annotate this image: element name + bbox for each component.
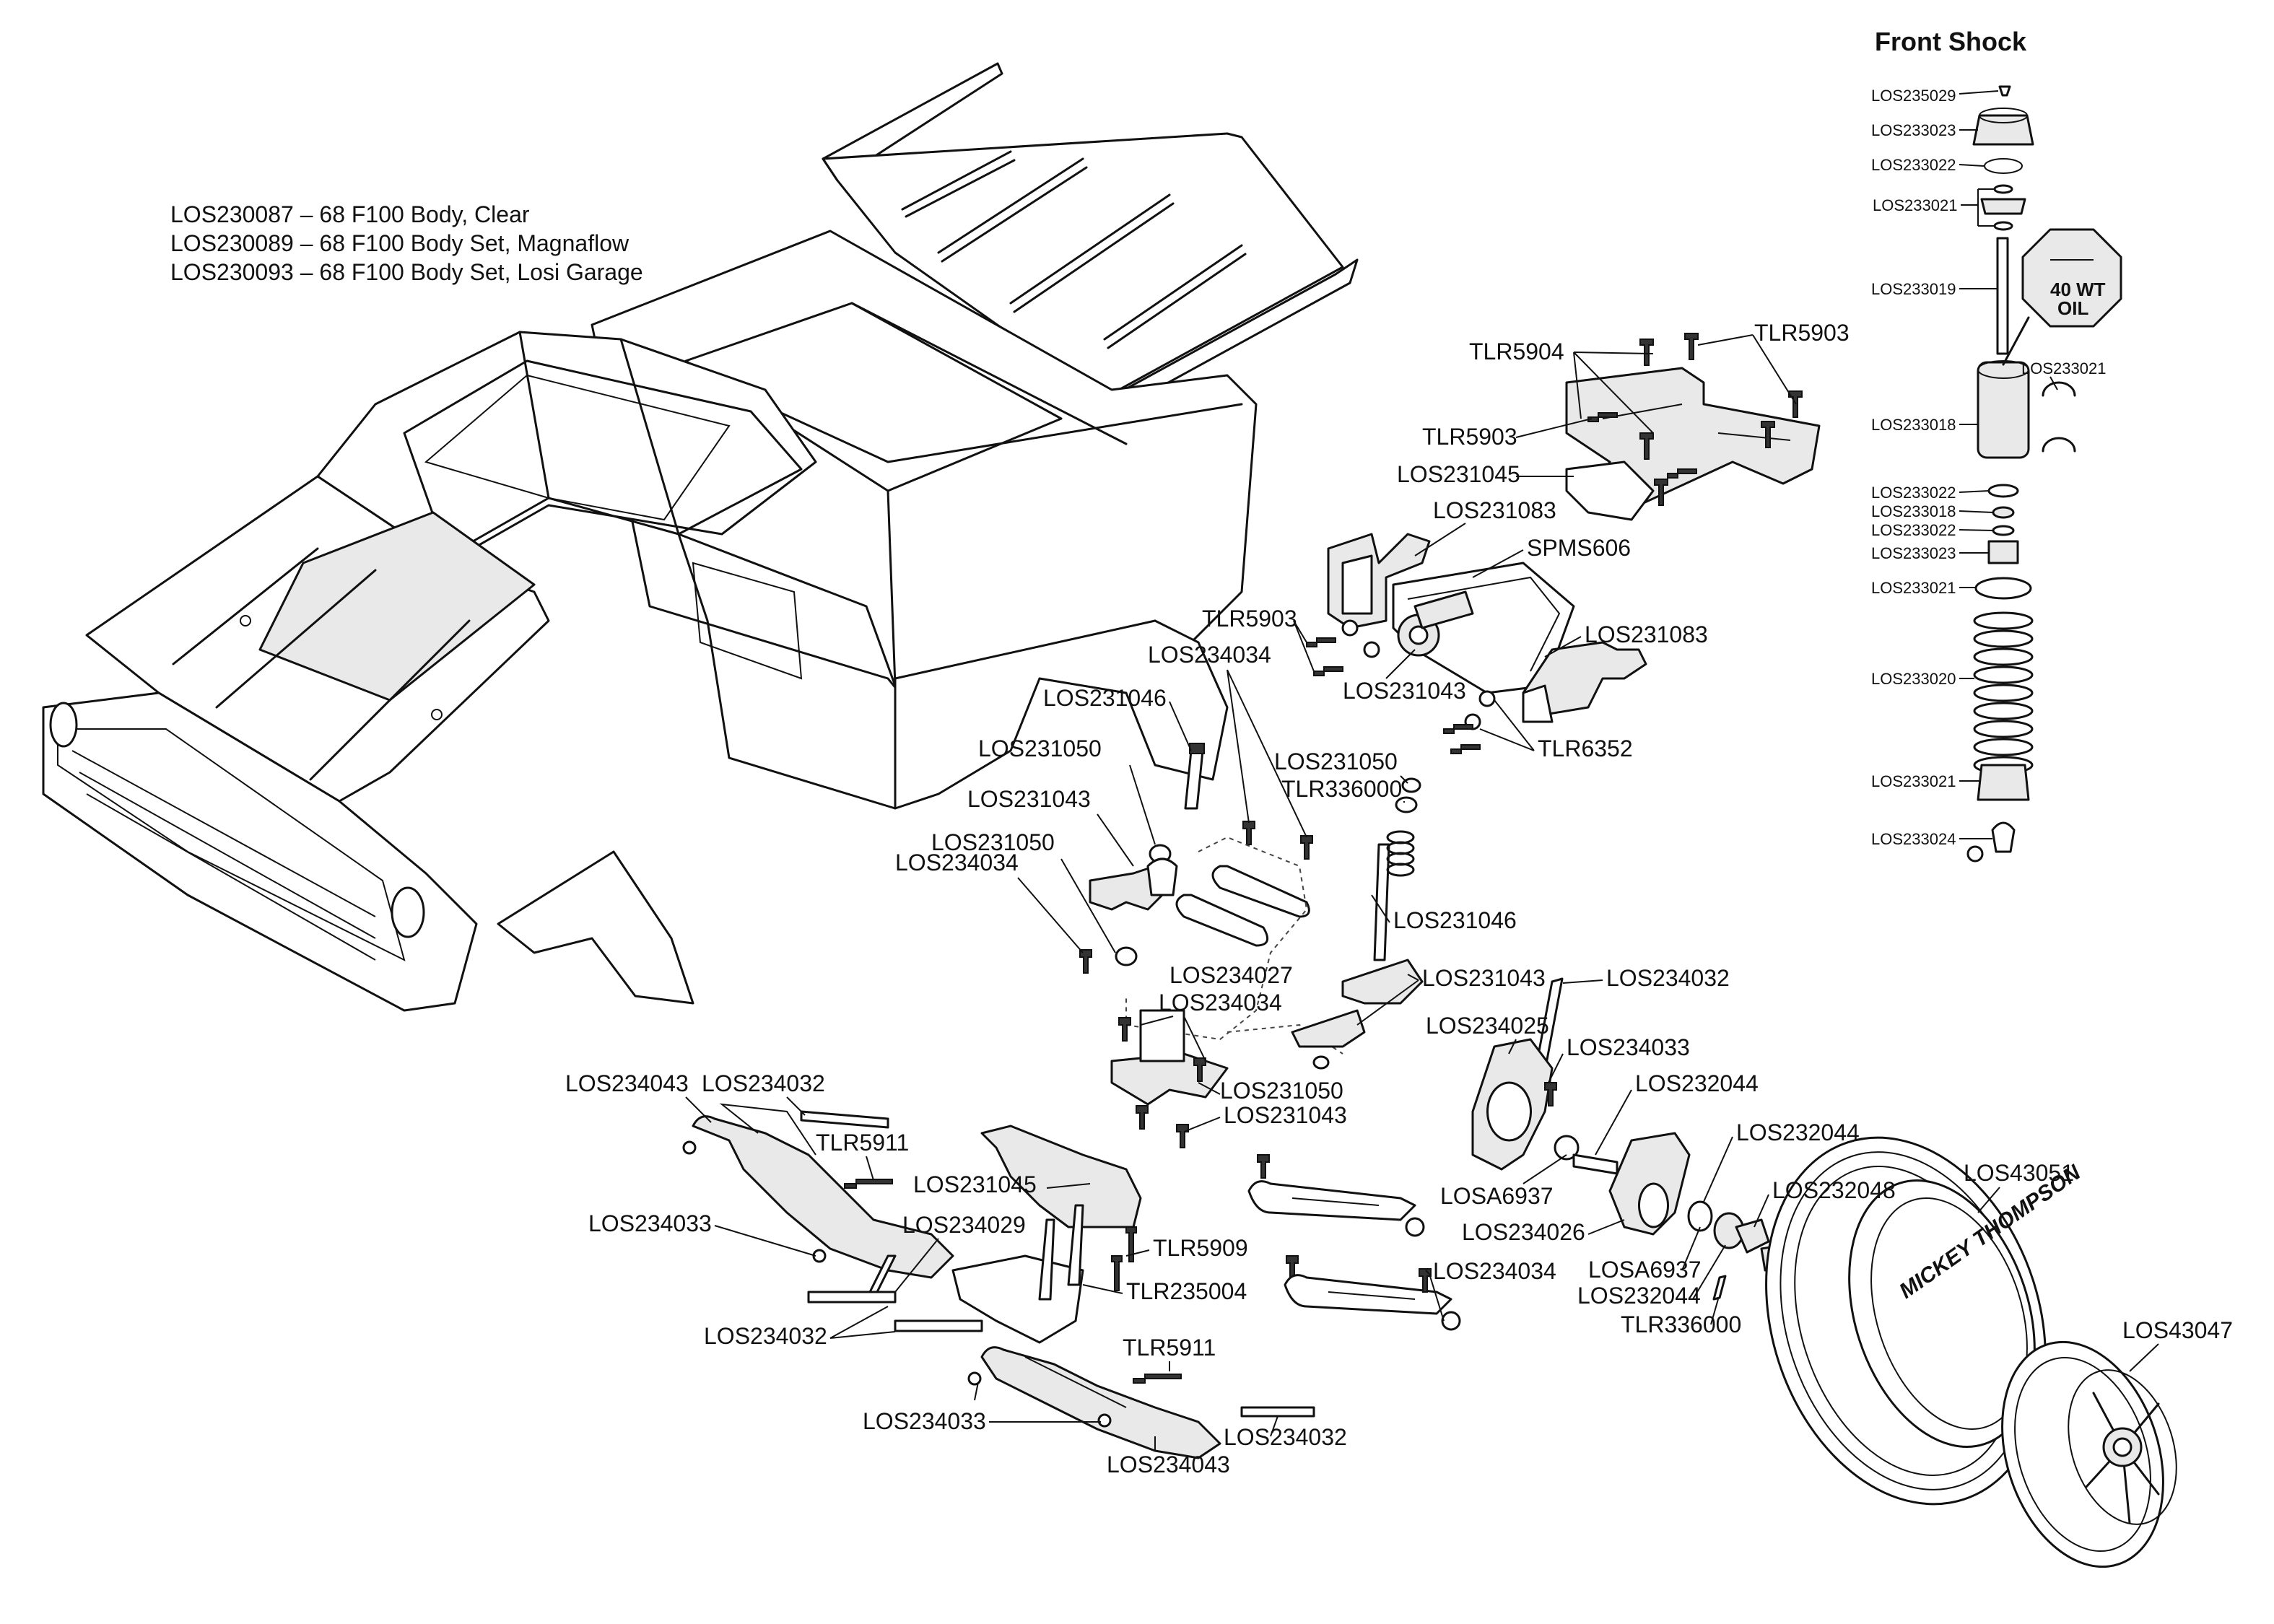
shock-part-label: LOS233023 — [1871, 121, 1956, 139]
shock-spring — [1973, 611, 2034, 774]
part-label: LOS234033 — [1567, 1034, 1690, 1060]
suspension-assembly — [682, 1103, 1461, 1459]
part-label: LOS231043 — [1343, 678, 1466, 704]
part-label: LOS43051 — [1964, 1160, 2074, 1186]
shock-part-label: LOS233021 — [2021, 359, 2106, 377]
part-label: LOS234026 — [1462, 1219, 1585, 1245]
part-label: TLR336000 — [1621, 1311, 1741, 1337]
shock-cap-screw — [1998, 85, 2011, 97]
oil-badge — [2021, 228, 2122, 328]
part-label: LOS231050 — [931, 829, 1055, 855]
part-label: LOS234034 — [895, 850, 1019, 876]
part-label: SPMS606 — [1527, 535, 1631, 561]
part-label: LOSA6937 — [1440, 1183, 1554, 1209]
part-label: LOSA6937 — [1588, 1257, 1702, 1283]
shock-part-label: LOS233018 — [1871, 502, 1956, 520]
part-label: LOS234032 — [704, 1323, 827, 1349]
part-label: LOS234032 — [702, 1070, 825, 1096]
part-label: TLR5904 — [1469, 339, 1564, 364]
body-part-list-item: LOS230093 – 68 F100 Body Set, Losi Garag… — [170, 259, 643, 285]
shock-shaft — [1996, 237, 2009, 355]
part-label: LOS232048 — [1772, 1177, 1896, 1203]
part-label: LOS234027 — [1169, 962, 1293, 988]
servo — [1392, 562, 1575, 694]
part-label: LOS234033 — [588, 1210, 712, 1236]
front-shock-group: Front Shock — [1871, 27, 2122, 863]
body-part-list: LOS230087 – 68 F100 Body, Clear LOS23008… — [170, 201, 643, 285]
part-label: LOS231050 — [978, 735, 1102, 761]
shock-part-label: LOS233022 — [1871, 156, 1956, 174]
part-label: LOS231046 — [1043, 685, 1167, 711]
part-label: TLR5903 — [1202, 606, 1297, 632]
part-label: TLR6352 — [1538, 735, 1633, 761]
part-label: LOS231083 — [1585, 621, 1708, 647]
steering-assembly — [1079, 743, 1424, 1148]
part-label: LOS234034 — [1148, 642, 1271, 668]
screw-group — [1587, 333, 1803, 506]
shock-part-label: LOS233023 — [1871, 544, 1956, 562]
part-label: TLR5903 — [1754, 320, 1850, 346]
part-label: LOS231043 — [967, 786, 1091, 812]
part-label: LOS232044 — [1736, 1119, 1860, 1145]
part-label: LOS231050 — [1220, 1078, 1343, 1104]
shock-part-label: LOS233022 — [1871, 521, 1956, 539]
part-label: LOS231083 — [1433, 497, 1556, 523]
part-label: LOS231045 — [913, 1171, 1037, 1197]
part-label: LOS234033 — [863, 1408, 986, 1434]
truck-body-illustration — [42, 62, 1359, 1012]
part-label: LOS231046 — [1393, 907, 1517, 933]
part-label: TLR235004 — [1126, 1278, 1247, 1304]
part-label: TLR5903 — [1422, 424, 1517, 450]
part-label: TLR5909 — [1153, 1235, 1248, 1261]
part-label: LOS234043 — [565, 1070, 689, 1096]
part-label: LOS232044 — [1577, 1283, 1701, 1309]
shock-part-label: LOS233020 — [1871, 670, 1956, 688]
shock-part-label: LOS233022 — [1871, 484, 1956, 502]
part-label: LOS43047 — [2122, 1317, 2233, 1343]
knuckle-assembly — [1471, 977, 1788, 1301]
wheel — [2001, 1340, 2164, 1568]
front-shock-title: Front Shock — [1875, 27, 2027, 56]
shock-cap — [1972, 114, 2034, 146]
shock-part-label: LOS233021 — [1871, 772, 1956, 790]
part-label: LOS231043 — [1224, 1102, 1347, 1128]
part-label: LOS234025 — [1426, 1013, 1549, 1039]
part-label: LOS234034 — [1433, 1258, 1556, 1284]
part-label: TLR5911 — [1123, 1335, 1216, 1361]
oil-weight-text: 40 WT — [2050, 279, 2106, 300]
part-label: LOS231050 — [1274, 748, 1398, 774]
shock-part-label: LOS233021 — [1871, 579, 1956, 597]
shock-part-label: LOS233019 — [1871, 280, 1956, 298]
part-label: TLR5911 — [816, 1130, 909, 1156]
part-label: LOS231045 — [1397, 461, 1520, 487]
tire-and-wheel: MICKEY THOMPSON — [1765, 1136, 2177, 1568]
part-label: LOS232044 — [1635, 1070, 1759, 1096]
part-label: LOS234043 — [1107, 1451, 1230, 1477]
oil-type-text: OIL — [2057, 297, 2088, 319]
shock-part-label: LOS233024 — [1871, 830, 1956, 848]
part-label: LOS231043 — [1422, 965, 1546, 991]
servo-assembly — [1306, 333, 1821, 754]
part-label: LOS234034 — [1159, 990, 1282, 1016]
shock-part-label: LOS235029 — [1871, 87, 1956, 105]
part-labels: TLR5904 TLR5903 TLR5903 LOS231045 LOS231… — [565, 320, 2233, 1477]
shock-part-label: LOS233018 — [1871, 416, 1956, 434]
body-part-list-item: LOS230087 – 68 F100 Body, Clear — [170, 201, 530, 227]
part-label: LOS234032 — [1224, 1424, 1347, 1450]
body-part-list-item: LOS230089 – 68 F100 Body Set, Magnaflow — [170, 230, 630, 256]
part-label: LOS234032 — [1606, 965, 1730, 991]
part-label: TLR336000 — [1281, 776, 1402, 802]
part-label: LOS234029 — [902, 1212, 1026, 1238]
shock-part-label: LOS233021 — [1873, 196, 1957, 214]
